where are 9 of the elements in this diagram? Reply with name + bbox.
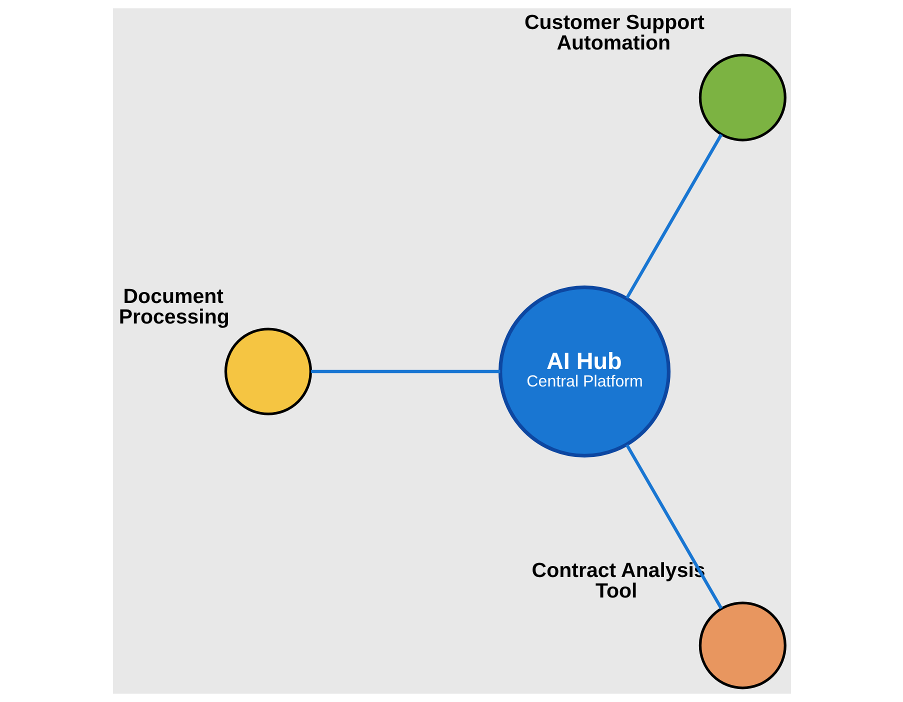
node-circle: AI Hub Central Platform (498, 285, 670, 458)
node-circle (698, 602, 786, 690)
node-label: Customer Support Automation (524, 11, 704, 55)
node-label: Document Processing (118, 284, 229, 328)
connector (310, 370, 500, 374)
node-circle (224, 328, 312, 416)
connector (625, 444, 722, 610)
connector (625, 134, 722, 299)
node-circle (698, 54, 786, 142)
